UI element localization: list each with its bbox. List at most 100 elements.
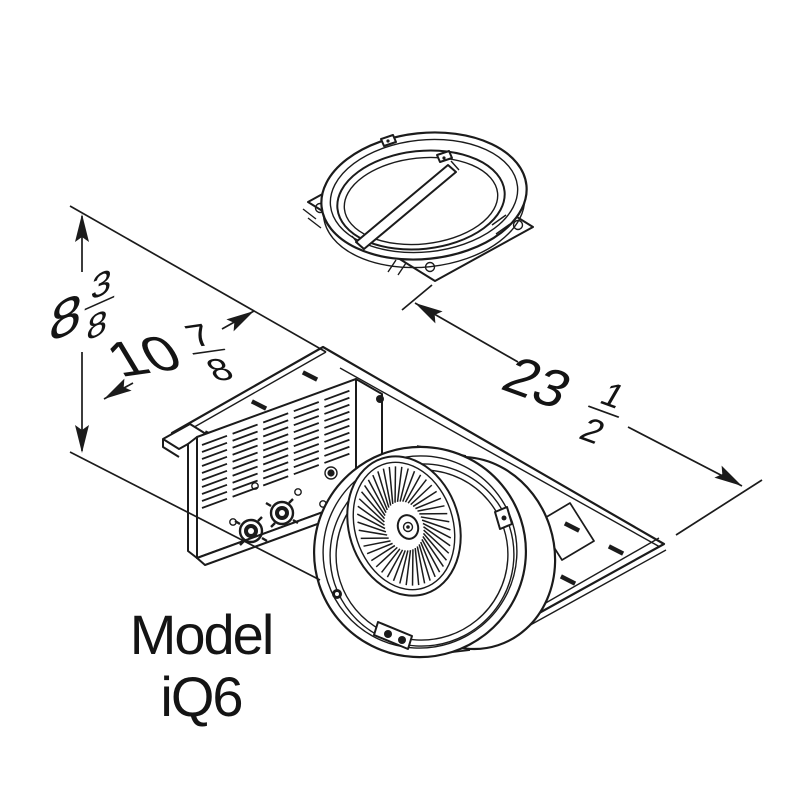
hinge-bolt bbox=[501, 515, 507, 521]
detail-line bbox=[421, 519, 451, 531]
detail-line bbox=[262, 433, 289, 445]
detail-line bbox=[232, 465, 258, 477]
depth-numerator: 7 bbox=[179, 317, 220, 354]
collar-gusset bbox=[302, 208, 322, 229]
detail-line bbox=[417, 505, 445, 512]
detail-line bbox=[293, 443, 320, 455]
detail-line bbox=[420, 541, 436, 578]
detail-line bbox=[262, 454, 289, 466]
collar-gusset bbox=[491, 214, 511, 235]
detail-line bbox=[410, 484, 433, 506]
detail-line bbox=[262, 447, 289, 459]
width-whole: 23 bbox=[493, 345, 582, 420]
duct-collar-assembly bbox=[302, 131, 534, 282]
detail-line bbox=[293, 436, 320, 448]
detail-line bbox=[407, 479, 428, 504]
damper-center-rib bbox=[355, 164, 457, 250]
extension-line bbox=[401, 284, 433, 311]
box-screw-hole bbox=[251, 482, 259, 490]
detail-line bbox=[201, 483, 228, 495]
detail-line bbox=[386, 549, 404, 578]
detail-line bbox=[201, 462, 228, 474]
height-whole: 8 bbox=[46, 279, 85, 355]
detail-line bbox=[388, 466, 394, 504]
arrowhead-upper bbox=[226, 311, 254, 332]
detail-line bbox=[293, 450, 320, 462]
box-screw-hole bbox=[294, 488, 302, 496]
cable-connector bbox=[234, 516, 268, 546]
detail-line bbox=[370, 544, 396, 562]
clip-rivet bbox=[386, 139, 390, 143]
cable-connector bbox=[265, 498, 299, 528]
detail-line bbox=[201, 497, 228, 509]
depth-denominator: 8 bbox=[199, 351, 240, 388]
blower-wheel bbox=[356, 466, 452, 586]
detail-line bbox=[402, 470, 416, 502]
panel-edge-inner-top-right bbox=[339, 367, 661, 548]
blower-housing bbox=[312, 445, 557, 659]
fraction-bar bbox=[192, 348, 226, 355]
dimension-depth: 10 7 8 bbox=[96, 310, 255, 400]
detail-line bbox=[262, 461, 289, 473]
detail-line bbox=[377, 471, 390, 508]
detail-line bbox=[392, 550, 406, 582]
dimension-label-width: 23 1 2 bbox=[493, 345, 632, 451]
model-number: iQ6 bbox=[160, 665, 241, 728]
wheel-hub-center bbox=[406, 525, 410, 529]
panel-edge-inner-top-left bbox=[174, 351, 327, 439]
detail-line bbox=[363, 485, 386, 516]
detail-line bbox=[420, 516, 450, 523]
electrical-box bbox=[162, 378, 384, 566]
detail-line bbox=[412, 490, 438, 508]
detail-line bbox=[366, 542, 393, 555]
detail-line bbox=[232, 444, 258, 456]
detail-line bbox=[324, 424, 350, 436]
detail-line bbox=[262, 468, 289, 480]
detail-line bbox=[418, 544, 431, 581]
fraction-bar bbox=[84, 295, 115, 311]
detail-line bbox=[201, 490, 228, 502]
damper-fold-line bbox=[351, 235, 361, 247]
detail-line bbox=[414, 548, 420, 586]
box-bolt-washer bbox=[324, 466, 338, 480]
arrowhead-left bbox=[415, 303, 443, 324]
detail-line bbox=[356, 513, 386, 530]
detail-line bbox=[422, 536, 445, 567]
damper-blade-edge bbox=[343, 156, 499, 246]
detail-line bbox=[416, 546, 426, 584]
detail-line bbox=[358, 498, 385, 523]
detail-line bbox=[201, 469, 228, 481]
arrowhead-right bbox=[714, 465, 742, 486]
box-bolt bbox=[376, 395, 384, 403]
detail-line bbox=[324, 403, 350, 415]
detail-line bbox=[232, 437, 258, 449]
detail-line bbox=[324, 452, 350, 464]
fraction-bar bbox=[587, 405, 620, 419]
clamp-bolt bbox=[384, 630, 392, 638]
detail-line bbox=[262, 419, 289, 431]
detail-line bbox=[423, 529, 450, 554]
detail-line bbox=[358, 529, 388, 536]
collar-gusset bbox=[387, 259, 407, 276]
detail-line bbox=[324, 438, 350, 450]
detail-line bbox=[324, 431, 350, 443]
detail-line bbox=[372, 474, 388, 511]
detail-line bbox=[293, 401, 320, 413]
arrowhead-up bbox=[75, 214, 89, 242]
detail-line bbox=[201, 455, 228, 467]
panel-flange-drop bbox=[513, 549, 667, 635]
detail-line bbox=[293, 408, 320, 420]
detail-line bbox=[360, 491, 386, 520]
detail-line bbox=[375, 546, 398, 568]
detail-line bbox=[232, 430, 258, 442]
detail-line bbox=[293, 422, 320, 434]
detail-line bbox=[422, 522, 452, 539]
model-word: Model bbox=[130, 603, 273, 666]
wheel-hub-ring bbox=[402, 521, 414, 533]
box-left-face bbox=[187, 436, 198, 559]
damper-fold-line bbox=[450, 160, 460, 171]
box-bolt bbox=[327, 469, 335, 477]
detail-line bbox=[293, 457, 320, 469]
